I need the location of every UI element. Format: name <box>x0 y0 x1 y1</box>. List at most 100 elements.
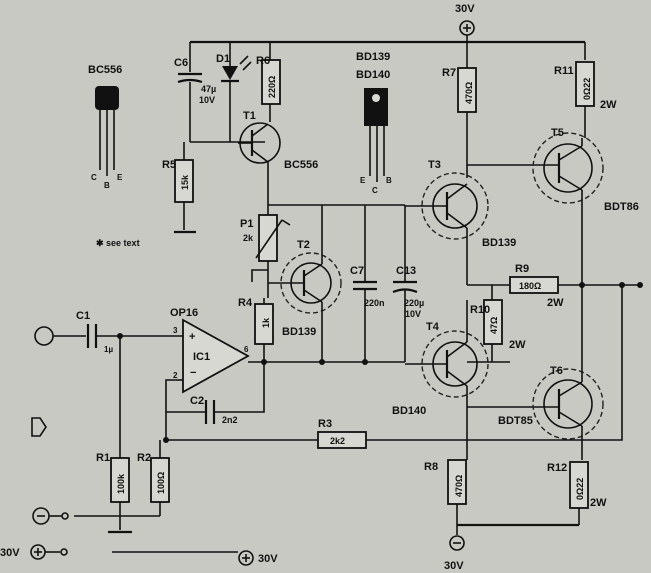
t3-label: T3 <box>428 159 441 171</box>
bottom-supply-terminal: 30V <box>444 525 465 572</box>
t3-type: BD139 <box>482 237 516 249</box>
c2-label: C2 <box>190 395 204 407</box>
r7-label: R7 <box>442 67 456 79</box>
r6-label: R6 <box>256 55 270 67</box>
r11-power: 2W <box>600 99 617 111</box>
r4-value: 1k <box>261 317 271 328</box>
r1-resistor: 100k R1 <box>96 336 130 530</box>
r10-label: R10 <box>470 304 490 316</box>
bd140-package-label: BD140 <box>356 69 390 81</box>
t6-label: T6 <box>550 365 563 377</box>
bd-package-pin-c: C <box>372 186 378 195</box>
r9-label: R9 <box>515 263 529 275</box>
c1-value: 1µ <box>104 345 113 354</box>
op16-label: OP16 <box>170 307 198 319</box>
t4-label: T4 <box>426 321 440 333</box>
bc556-pin-e: E <box>117 173 123 182</box>
r5-resistor: 15k R5 <box>162 142 196 234</box>
r3-label: R3 <box>318 418 332 430</box>
c6-capacitor: C6 47µ 10V <box>174 42 216 142</box>
t2-transistor: T2 BD139 <box>268 205 342 362</box>
bd139-bd140-package: BD139 BD140 E C B <box>356 51 392 195</box>
r8-label: R8 <box>424 461 438 473</box>
d1-label: D1 <box>216 53 230 65</box>
r7-resistor: 470Ω R7 <box>442 42 477 178</box>
r12-value: 0Ω22 <box>575 478 585 500</box>
ground-terminal <box>32 507 69 525</box>
r2-label: R2 <box>137 452 151 464</box>
t3-transistor: T3 BD139 <box>405 159 516 249</box>
t2-label: T2 <box>297 239 310 251</box>
p1-value: 2k <box>243 233 254 243</box>
c7-value: 220n <box>364 298 385 308</box>
t5-label: T5 <box>551 127 564 139</box>
c1-label: C1 <box>76 310 90 322</box>
see-text-note: ✱ see text <box>96 238 140 248</box>
bd-package-pin-b: B <box>386 176 392 185</box>
right-supply-terminal: 30V <box>112 550 278 566</box>
r6-value: 220Ω <box>267 76 277 98</box>
bd139-package-label: BD139 <box>356 51 390 63</box>
r6-resistor: 220Ω R6 <box>256 42 281 122</box>
r4-label: R4 <box>238 297 253 309</box>
r5-label: R5 <box>162 159 176 171</box>
r8-value: 470Ω <box>454 475 464 497</box>
t1-label: T1 <box>243 110 256 122</box>
r9-resistor: 180Ω R9 2W <box>509 263 564 309</box>
c13-value1: 220µ <box>404 298 424 308</box>
svg-text:−: − <box>190 367 196 379</box>
t4-transistor: T4 BD140 <box>392 321 489 417</box>
left-supply-terminal: 30V <box>0 544 68 560</box>
t1-transistor: T1 BC556 <box>238 110 318 171</box>
bd-package-pin-e: E <box>360 176 366 185</box>
r10-value: 47Ω <box>489 317 499 334</box>
ic1-label: IC1 <box>193 351 210 363</box>
bottom-supply-label: 30V <box>444 560 464 572</box>
r11-value: 0Ω22 <box>582 78 592 100</box>
r7-value: 470Ω <box>464 82 474 104</box>
r1-value: 100k <box>116 473 126 494</box>
c6-value1: 47µ <box>201 84 216 94</box>
svg-text:+: + <box>189 331 195 343</box>
pin2-label: 2 <box>173 371 178 380</box>
left-supply-label: 30V <box>0 547 20 559</box>
r9-value: 180Ω <box>519 281 541 291</box>
c2-value: 2n2 <box>222 415 238 425</box>
r11-resistor: 0Ω22 R11 2W <box>554 61 617 138</box>
r10-resistor: 47Ω R10 2W <box>470 285 526 362</box>
r8-resistor: 470Ω R8 <box>424 459 467 525</box>
r12-power: 2W <box>590 497 607 509</box>
r12-label: R12 <box>547 462 567 474</box>
c6-label: C6 <box>174 57 188 69</box>
p1-label: P1 <box>240 218 253 230</box>
bc556-pin-b: B <box>104 181 110 190</box>
pin6-label: 6 <box>244 345 249 354</box>
r1-label: R1 <box>96 452 110 464</box>
t5-type: BDT86 <box>604 201 639 213</box>
c6-value2: 10V <box>199 95 215 105</box>
pin3-label: 3 <box>173 326 178 335</box>
ic1-opamp: + − IC1 OP16 3 2 6 <box>170 307 250 394</box>
r10-power: 2W <box>509 339 526 351</box>
c7-label: C7 <box>350 265 364 277</box>
bc556-pin-c: C <box>91 173 97 182</box>
t5-transistor: T5 BDT86 <box>532 127 639 213</box>
t6-type: BDT85 <box>498 415 533 427</box>
t2-type: BD139 <box>282 326 316 338</box>
top-supply-label: 30V <box>455 3 475 15</box>
c7-capacitor: C7 220n <box>350 205 385 362</box>
bc556-package: BC556 C B E ✱ see text <box>88 64 140 248</box>
right-supply-label: 30V <box>258 553 278 565</box>
d1-led: D1 <box>216 42 252 142</box>
r12-resistor: 0Ω22 R12 2W <box>547 461 607 525</box>
c13-value2: 10V <box>405 309 421 319</box>
r2-resistor: 100Ω R2 <box>137 440 170 516</box>
bc556-package-label: BC556 <box>88 64 122 76</box>
t1-type: BC556 <box>284 159 318 171</box>
c13-capacitor: C13 220µ 10V <box>392 205 424 362</box>
output-terminal <box>637 282 643 288</box>
r9-power: 2W <box>547 297 564 309</box>
input-arrow-icon <box>31 417 47 437</box>
